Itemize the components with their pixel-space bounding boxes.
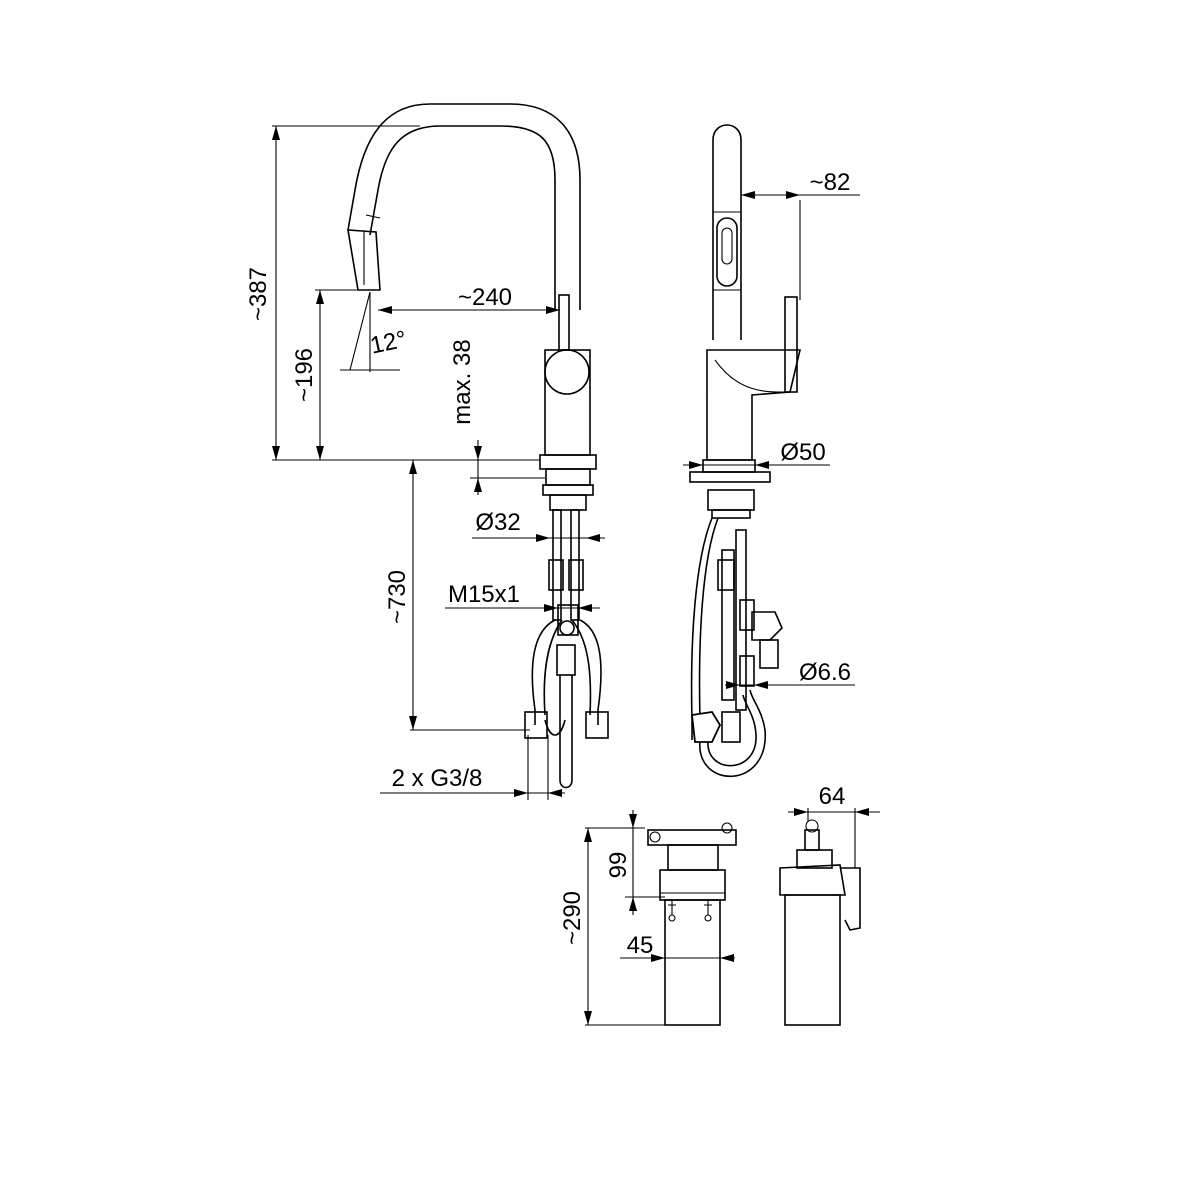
dim-body-diameter: Ø32 <box>475 509 520 536</box>
dim-base-diameter: Ø50 <box>780 439 825 466</box>
dim-handle-offset: ~82 <box>810 169 851 196</box>
dim-cartridge-top-height: 99 <box>605 852 632 879</box>
dim-hose-length: ~730 <box>384 570 411 624</box>
spout <box>347 103 581 310</box>
dim-spout-height: ~196 <box>291 348 318 402</box>
dim-cartridge-width: 45 <box>627 932 654 959</box>
spray-button <box>716 217 738 287</box>
dim-cartridge-depth: 64 <box>819 783 846 810</box>
side-dimension-lines <box>272 126 605 800</box>
front-view <box>689 124 802 778</box>
dim-thread: M15x1 <box>448 581 520 608</box>
dim-connections: 2 x G3/8 <box>392 765 483 792</box>
front-dimension-lines <box>683 191 860 689</box>
spout-front <box>712 124 742 340</box>
cartridge-front-dims <box>584 810 735 1026</box>
faucet-body <box>539 294 597 511</box>
dim-height-total: ~387 <box>245 267 272 321</box>
lever-handle <box>784 296 798 393</box>
dim-reach: ~240 <box>458 284 512 311</box>
dim-hose-diameter: Ø6.6 <box>799 659 851 686</box>
cartridge-side-body <box>784 894 841 1026</box>
supply-hoses <box>524 509 609 789</box>
cartridge-side <box>779 819 861 1026</box>
dim-angle: 12° <box>368 326 409 360</box>
dim-max-deck: max. 38 <box>449 339 476 424</box>
cartridge-front <box>647 822 737 1026</box>
cartridge-body <box>664 899 721 1026</box>
cartridge-side-dims <box>788 808 880 868</box>
side-view <box>272 103 609 789</box>
base-plate <box>689 471 771 483</box>
dim-cartridge-height: ~290 <box>559 891 586 945</box>
